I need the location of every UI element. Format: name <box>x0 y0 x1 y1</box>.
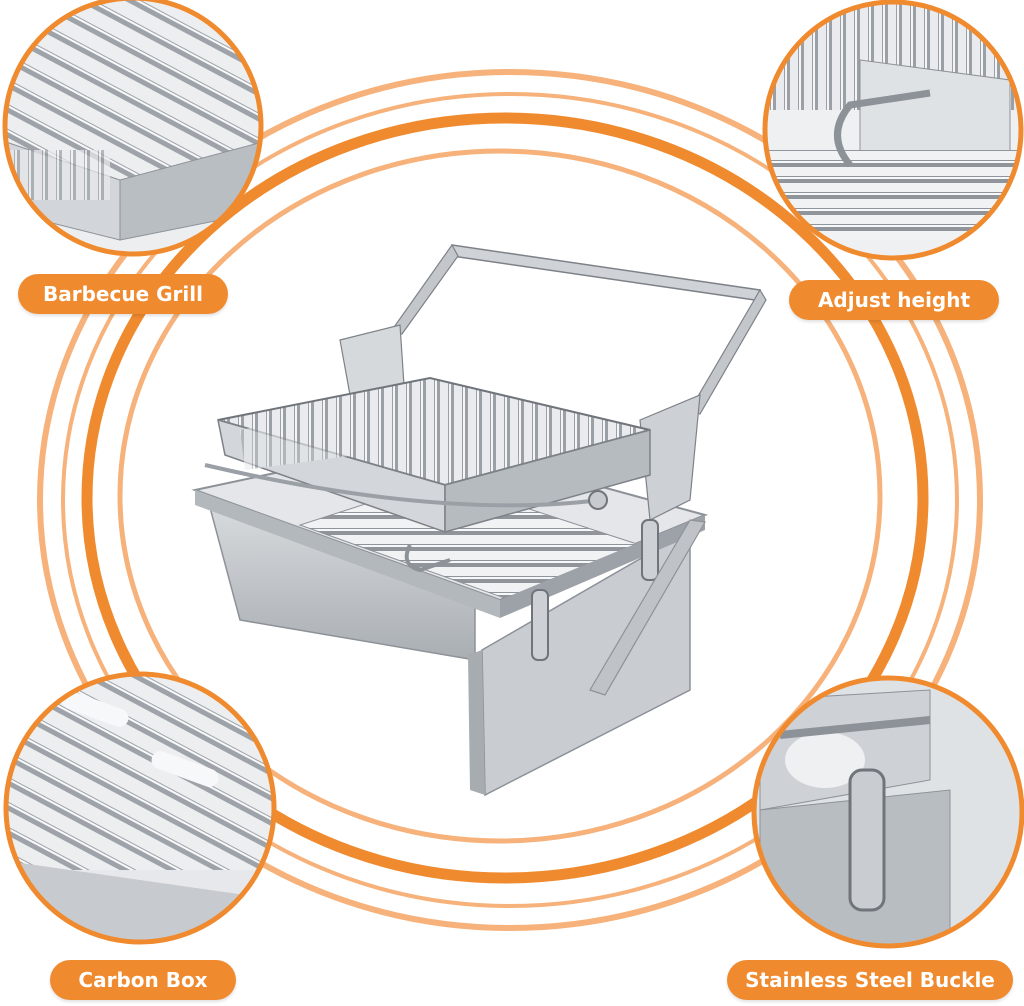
detail-grill-grate <box>2 0 264 257</box>
orange-rings <box>37 69 983 931</box>
stainless-steel-buckle-label: Stainless Steel Buckle <box>727 960 1013 1000</box>
barbecue-grill-label: Barbecue Grill <box>18 274 228 314</box>
detail-buckle <box>751 675 1024 949</box>
carbon-box-label: Carbon Box <box>50 960 236 1000</box>
detail-carbon-box <box>3 671 277 945</box>
main-grill-image <box>191 243 767 797</box>
detail-adjust-height <box>762 0 1024 261</box>
adjust-height-label: Adjust height <box>789 280 999 320</box>
